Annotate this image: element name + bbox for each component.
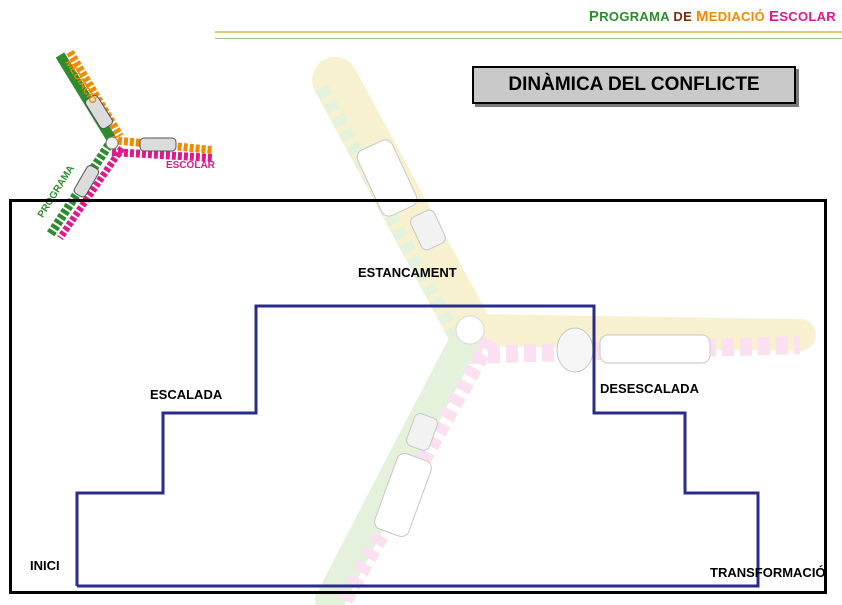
header-mediacio-rest: EDIACIÓ	[708, 9, 766, 24]
stage-label-estancament: ESTANCAMENT	[358, 265, 457, 280]
stage-label-escalada: ESCALADA	[150, 387, 223, 402]
stage-label-desescalada: DESESCALADA	[600, 381, 699, 396]
stage-label-inici: INICI	[30, 558, 60, 573]
header-programa-rest: ROGRAMA	[599, 9, 670, 24]
header-escolar-rest: SCOLAR	[779, 9, 836, 24]
program-header: PROGRAMA DE MEDIACIÓ ESCOLAR	[589, 8, 836, 25]
header-escolar-initial: E	[768, 8, 780, 25]
header-rule	[215, 31, 842, 39]
header-de: DE	[673, 9, 693, 24]
page-title: DINÀMICA DEL CONFLICTE	[472, 66, 796, 104]
header-mediacio-initial: M	[695, 8, 709, 25]
diagram-frame	[9, 199, 827, 594]
stage-label-transformacio: TRANSFORMACIÓ	[710, 565, 826, 580]
conflict-stage-line	[75, 304, 760, 588]
header-programa-initial: P	[588, 8, 600, 25]
logo-escolar-text: ESCOLAR	[166, 160, 215, 171]
